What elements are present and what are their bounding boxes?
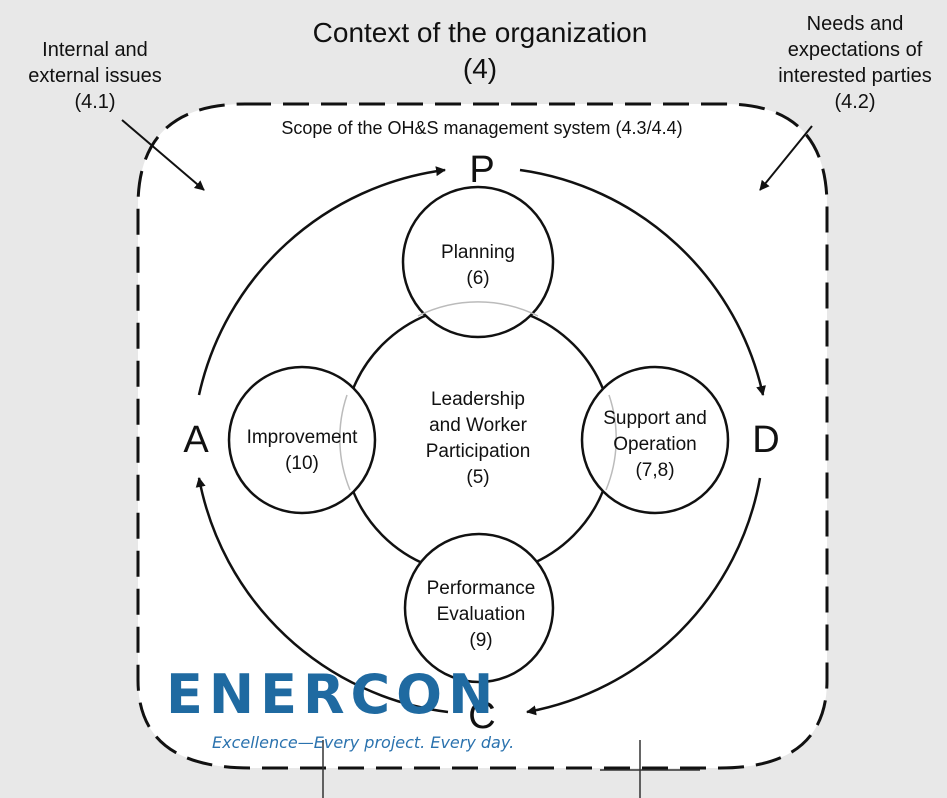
scope-box-boundary [136,102,829,770]
scope-label: Scope of the OH&S management system (4.3… [281,118,682,138]
performance-ref: (9) [469,630,492,651]
pdca-act-letter: A [183,419,209,461]
planning-circle [401,185,555,339]
performance-label-line1: Performance [427,578,536,599]
overlap-arc-left [339,394,351,491]
performance-label-line2: Evaluation [437,604,526,625]
diagram-title-number: (4) [463,53,497,84]
leadership-line1: Leadership [431,389,525,410]
do-to-check-arrow [526,477,762,716]
planning-ref: (6) [466,268,489,289]
support-label-line2: Operation [613,434,696,455]
enercon-logo-wordmark: ENERCON [166,663,499,726]
interested-parties-arrow [759,125,813,191]
leadership-ref: (5) [466,467,489,488]
check-to-act-arrow [195,477,449,714]
internal-external-issues-arrow [121,119,205,191]
plan-to-do-arrow [519,168,766,396]
overlap-arc-right [605,394,617,491]
interested-parties-line1: Needs and [807,13,904,35]
support-ref: (7,8) [635,460,674,481]
leadership-line3: Participation [426,441,531,462]
leadership-line2: and Worker [429,415,528,436]
pdca-check-letter: C [468,695,495,737]
diagram-title: Context of the organization [313,17,648,48]
improvement-label: Improvement [247,427,359,448]
pdca-plan-letter: P [469,149,494,191]
planning-label: Planning [441,242,515,263]
act-to-plan-arrow [197,166,446,396]
interested-parties-line3: interested parties [778,65,931,87]
interested-parties-line2: expectations of [788,39,923,61]
support-operation-circle [580,365,730,515]
support-label-line1: Support and [603,408,707,429]
enercon-logo-tagline: Excellence—Every project. Every day. [212,733,514,752]
performance-evaluation-circle [403,532,555,684]
improvement-circle [227,365,377,515]
interested-parties-ref: (4.2) [834,91,875,113]
pdca-do-letter: D [752,419,779,461]
internal-issues-line2: external issues [28,65,161,87]
overlap-arc-top [417,301,539,317]
internal-issues-line1: Internal and [42,39,148,61]
internal-issues-ref: (4.1) [74,91,115,113]
improvement-ref: (10) [285,453,319,474]
